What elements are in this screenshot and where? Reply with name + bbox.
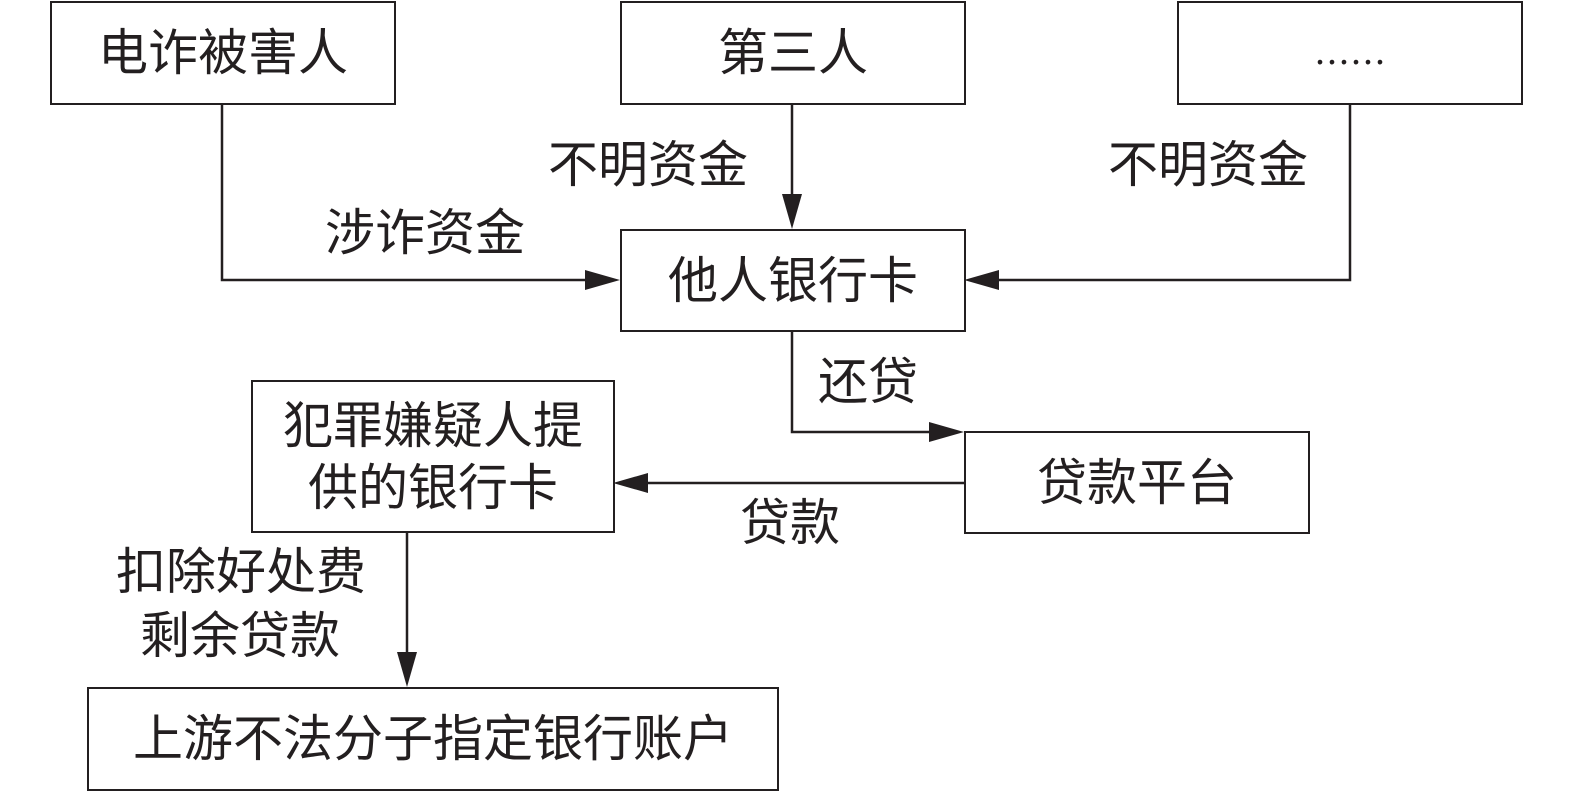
victim-label: 电诈被害人 — [98, 24, 348, 82]
edge-victim-to-card — [220, 104, 588, 282]
edge-label-unknown-funds-left: 不明资金 — [548, 136, 748, 194]
other-bank-card-box: 他人银行卡 — [620, 229, 966, 332]
edge-label-unknown-funds-right: 不明资金 — [1108, 136, 1308, 194]
ellipsis-label: …… — [1314, 32, 1386, 73]
edge-label-remaining-line1: 扣除好处费 — [116, 543, 366, 601]
third-party-label: 第三人 — [718, 24, 868, 82]
third-party-box: 第三人 — [620, 1, 966, 105]
arrowhead-third-to-card — [782, 194, 802, 229]
loan-platform-label: 贷款平台 — [1037, 453, 1237, 512]
edge-label-loan: 贷款 — [740, 494, 840, 552]
edge-ellipsis-to-card — [996, 104, 1352, 282]
other-bank-card-label: 他人银行卡 — [668, 251, 918, 310]
edge-label-fraud-funds: 涉诈资金 — [325, 204, 525, 262]
upstream-account-label: 上游不法分子指定银行账户 — [133, 710, 733, 768]
victim-box: 电诈被害人 — [50, 1, 396, 105]
suspect-bank-card-box: 犯罪嫌疑人提 供的银行卡 — [251, 380, 615, 533]
suspect-bank-card-label-line2: 供的银行卡 — [308, 458, 558, 517]
edge-card-to-platform — [790, 331, 932, 434]
arrowhead-platform-to-suspect — [613, 473, 648, 493]
upstream-account-box: 上游不法分子指定银行账户 — [87, 687, 779, 791]
edge-label-repay: 还贷 — [818, 353, 918, 411]
arrowhead-victim-to-card — [585, 270, 620, 290]
arrowhead-card-to-platform — [929, 422, 964, 442]
ellipsis-box: …… — [1177, 1, 1523, 105]
arrowhead-ellipsis-to-card — [964, 270, 999, 290]
suspect-bank-card-label-line1: 犯罪嫌疑人提 — [283, 396, 583, 455]
arrowhead-suspect-to-upstream — [397, 652, 417, 687]
loan-platform-box: 贷款平台 — [964, 431, 1310, 534]
edge-label-remaining-line2: 剩余贷款 — [140, 607, 340, 665]
